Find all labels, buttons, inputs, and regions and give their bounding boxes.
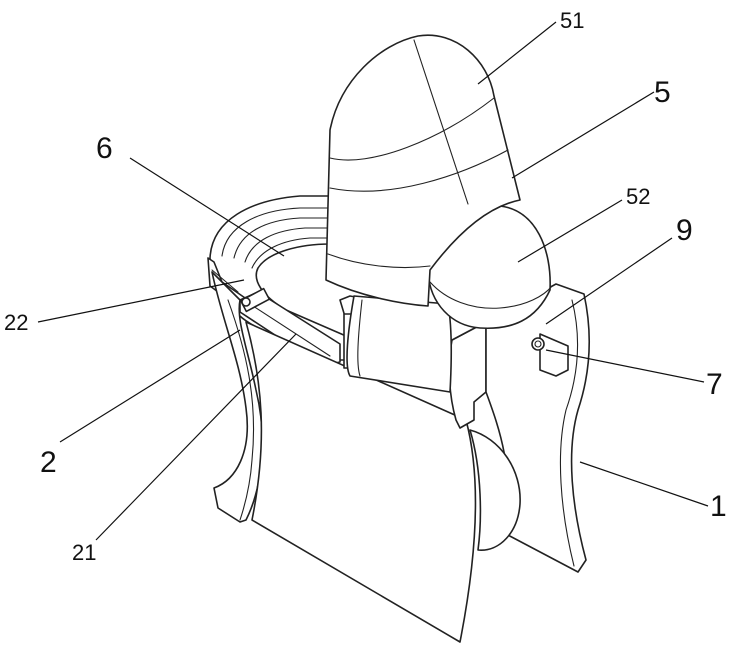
leader-21 [95, 333, 297, 541]
leader-52 [517, 199, 623, 263]
head-body [325, 34, 521, 307]
rail-screw [241, 297, 251, 307]
reference-labels: 51 5 6 52 9 22 7 2 1 21 [4, 8, 727, 565]
label-7: 7 [706, 368, 723, 401]
leader-51 [477, 21, 557, 85]
label-51: 51 [560, 8, 584, 33]
upright-head [325, 34, 521, 307]
leader-5 [511, 91, 655, 179]
label-22: 22 [4, 310, 28, 335]
label-52: 52 [626, 184, 650, 209]
leader-1 [579, 461, 709, 507]
label-5: 5 [654, 76, 671, 109]
leader-lines [37, 21, 709, 541]
leader-7 [545, 349, 705, 383]
leader-6 [129, 157, 285, 257]
leader-9 [545, 237, 673, 325]
label-21: 21 [72, 540, 96, 565]
bolt [531, 337, 545, 351]
leader-22 [37, 279, 245, 323]
neck-column [346, 295, 453, 393]
label-6: 6 [96, 132, 113, 165]
curved-tray [209, 195, 347, 361]
label-1: 1 [710, 490, 727, 523]
label-2: 2 [40, 446, 57, 479]
housing-left-panel [211, 271, 264, 523]
leader-2 [59, 329, 241, 443]
label-9: 9 [676, 214, 693, 247]
bracket-plate [539, 333, 569, 377]
housing-front-panel [245, 321, 477, 643]
housing-cylinder [469, 429, 521, 551]
